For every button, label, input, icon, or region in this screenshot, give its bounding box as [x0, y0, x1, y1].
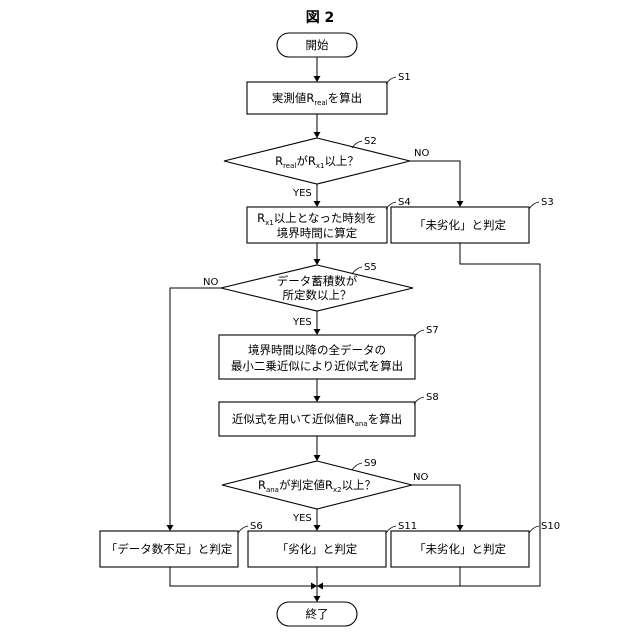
s5-no-label: NO [203, 277, 218, 288]
step-label-s8: S8 [426, 392, 439, 403]
process-s6: 「データ数不足」と判定 [100, 531, 238, 567]
step-label-s5: S5 [364, 262, 377, 273]
s3-text: 「未劣化」と判定 [414, 218, 506, 232]
decision-s5: データ蓄積数が 所定数以上？ [221, 265, 413, 311]
s4-text-line1: Rx1以上となった時刻を [257, 211, 377, 227]
step-label-s7: S7 [426, 325, 439, 336]
s7-text-line1: 境界時間以降の全データの [248, 343, 386, 357]
figure-title: 図 2 [306, 10, 335, 26]
s8-text: 近似式を用いて近似値Ranaを算出 [232, 412, 402, 428]
process-s4: Rx1以上となった時刻を 境界時間に算定 [247, 207, 387, 243]
step-label-s10: S10 [541, 521, 560, 532]
s9-no-label: NO [413, 472, 428, 483]
process-s1: 実測値Rrealを算出 [247, 82, 387, 114]
step-label-s2: S2 [364, 136, 377, 147]
s5-text-line1: データ蓄積数が [277, 274, 358, 288]
s6-text: 「データ数不足」と判定 [106, 542, 233, 556]
step-label-s11: S11 [398, 521, 417, 532]
process-s11: 「劣化」と判定 [248, 531, 386, 567]
s2-no-label: NO [414, 148, 429, 159]
s10-text: 「未劣化」と判定 [414, 542, 506, 556]
s4-text-line2: 境界時間に算定 [277, 226, 358, 240]
step-label-s9: S9 [364, 458, 377, 469]
end-terminal: 終了 [277, 602, 357, 626]
step-label-s4: S4 [398, 197, 411, 208]
start-terminal: 開始 [277, 33, 357, 57]
process-s8: 近似式を用いて近似値Ranaを算出 [219, 402, 415, 436]
decision-s2: RrealがRx1以上？ [224, 138, 410, 184]
decision-s9: Ranaが判定値Rx2以上？ [222, 461, 412, 509]
step-leaders [238, 77, 539, 533]
s5-text-line2: 所定数以上？ [283, 288, 352, 302]
s11-text: 「劣化」と判定 [277, 542, 358, 556]
process-s7: 境界時間以降の全データの 最小二乗近似により近似式を算出 [219, 335, 415, 379]
process-s10: 「未劣化」と判定 [391, 531, 529, 567]
s5-yes-label: YES [292, 317, 312, 328]
step-label-s6: S6 [250, 521, 263, 532]
end-label: 終了 [306, 607, 329, 621]
start-label: 開始 [306, 38, 329, 52]
s7-text-line2: 最小二乗近似により近似式を算出 [231, 359, 403, 373]
process-s3: 「未劣化」と判定 [391, 207, 529, 243]
connectors [167, 57, 541, 602]
s2-yes-label: YES [292, 188, 312, 199]
step-label-s1: S1 [398, 72, 411, 83]
s9-yes-label: YES [292, 513, 312, 524]
step-label-s3: S3 [541, 197, 554, 208]
